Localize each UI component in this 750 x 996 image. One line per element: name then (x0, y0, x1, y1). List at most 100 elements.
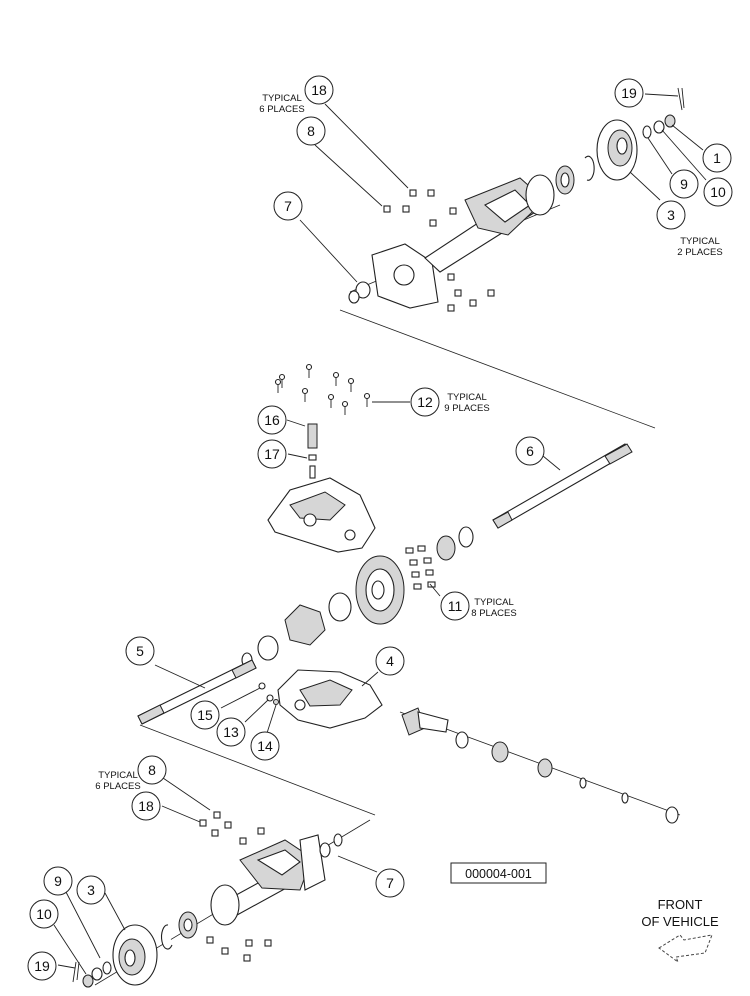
callout-c5: 5 (125, 636, 155, 666)
callout-number: 9 (54, 873, 62, 889)
callout-circle (703, 177, 733, 207)
callout-circle (304, 75, 334, 105)
right-axle-shaft (492, 443, 633, 529)
front-label-line1: FRONT (658, 897, 703, 912)
pinion-ring-2 (621, 792, 629, 804)
pinion-oring (455, 731, 469, 749)
breather-spring (307, 423, 318, 449)
callout-number: 16 (264, 412, 280, 428)
lower-differential-housing (277, 669, 383, 729)
callout-c17: 17 (257, 439, 287, 469)
fill-plug (266, 694, 274, 702)
callout-circle (190, 700, 220, 730)
note-n-top-right-line2: 2 PLACES (677, 247, 722, 258)
callout-number: 15 (197, 707, 213, 723)
callout-number: 8 (307, 123, 315, 139)
left-seal (257, 635, 279, 661)
callout-c16: 16 (257, 405, 287, 435)
callout-number: 1 (713, 150, 721, 166)
reference-code: 000004-001 (465, 867, 532, 881)
callout-number: 7 (386, 875, 394, 891)
bottom-axle-mount-plate (299, 834, 326, 891)
bottom-hub-housing (210, 884, 240, 926)
callout-circle (29, 899, 59, 929)
upper-differential-housing (267, 363, 376, 553)
note-n-12-line2: 9 PLACES (444, 403, 489, 414)
callout-circle (410, 387, 440, 417)
callout-number: 4 (386, 653, 394, 669)
note-n-11-line1: TYPICAL (474, 597, 514, 608)
note-n-bot-left-line2: 6 PLACES (95, 781, 140, 792)
breather-oring (308, 454, 317, 461)
leader-lines (53, 93, 707, 975)
bottom-mount-bolts (199, 811, 272, 962)
pinion-ring-1 (579, 777, 587, 789)
callout-number: 5 (136, 643, 144, 659)
callout-number: 11 (448, 598, 463, 614)
note-n-11-line2: 8 PLACES (471, 608, 516, 619)
callout-c8-top: 8 (296, 116, 326, 146)
callout-c15: 15 (190, 700, 220, 730)
housing-bolts (274, 363, 371, 415)
callout-circle (296, 116, 326, 146)
callout-circle (131, 791, 161, 821)
top-hub-housing (525, 174, 555, 216)
top-mount-bolts (383, 189, 495, 312)
callout-circle (669, 169, 699, 199)
callout-circle (137, 755, 167, 785)
callout-number: 18 (311, 82, 327, 98)
callout-c9-bot: 9 (43, 866, 73, 896)
callout-c10-bot: 10 (29, 899, 59, 929)
callout-c3-top: 3 (656, 200, 686, 230)
right-seal (436, 535, 456, 561)
callout-number: 14 (257, 738, 273, 754)
callout-c10-top: 10 (703, 177, 733, 207)
callout-circle (43, 866, 73, 896)
top-spindle-nut (653, 120, 665, 134)
ring-gear-bolts (405, 545, 436, 590)
top-axle-assembly (348, 87, 685, 312)
callout-number: 3 (667, 207, 675, 223)
left-axle-shaft (137, 659, 257, 725)
top-snap-ring (584, 155, 595, 181)
callout-circle (375, 646, 405, 676)
top-axle-nut (664, 114, 676, 128)
carrier-bearing (328, 592, 352, 622)
callout-c4: 4 (375, 646, 405, 676)
drain-plug (258, 682, 266, 690)
callout-c19-bot: 19 (27, 951, 57, 981)
note-n-top-left-line1: TYPICAL (262, 93, 302, 104)
callout-number: 17 (264, 446, 280, 462)
note-n-bot-left-line1: TYPICAL (98, 770, 138, 781)
callout-c13: 13 (216, 717, 246, 747)
callout-c7-bot: 7 (375, 868, 405, 898)
front-label-line2: OF VEHICLE (641, 914, 719, 929)
callout-circle (440, 591, 470, 621)
callout-c7-top: 7 (273, 191, 303, 221)
callout-c18-top: 18 (304, 75, 334, 105)
top-washer (642, 125, 652, 139)
callout-c9-top: 9 (669, 169, 699, 199)
bottom-seal (319, 842, 331, 858)
pinion-bearing-1 (491, 741, 509, 763)
callout-number: 9 (680, 176, 688, 192)
callout-circle (76, 875, 106, 905)
note-n-top-left-line2: 6 PLACES (259, 104, 304, 115)
front-of-vehicle: FRONT OF VEHICLE (641, 897, 719, 964)
callout-circle (702, 143, 732, 173)
callout-number: 13 (223, 724, 239, 740)
callout-circle (273, 191, 303, 221)
callout-number: 3 (87, 882, 95, 898)
pinion-bearing-2 (537, 758, 553, 778)
callout-number: 7 (284, 198, 292, 214)
callout-c3-bot: 3 (76, 875, 106, 905)
front-arrow-icon (658, 934, 713, 964)
callout-c8-bot: 8 (137, 755, 167, 785)
top-seal (355, 281, 371, 299)
top-cotter-pin (677, 87, 685, 111)
callout-number: 19 (34, 958, 50, 974)
bottom-axle-assembly (72, 811, 343, 988)
callout-c1: 1 (702, 143, 732, 173)
